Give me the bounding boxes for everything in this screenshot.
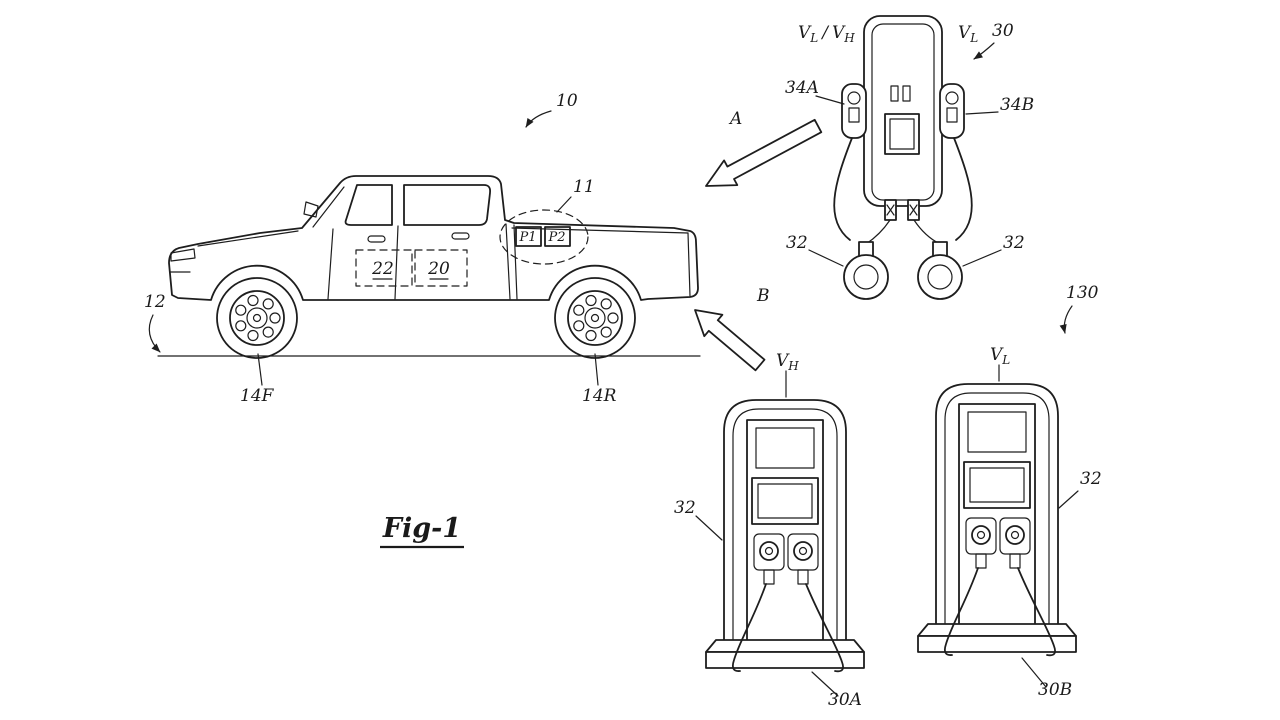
- port-region-ellipse: [499, 209, 589, 265]
- charging-station-b-drawing: [917, 383, 1077, 657]
- ref-30-label: 30: [992, 21, 1014, 41]
- ref-34a-leader: [815, 95, 845, 105]
- direction-arrow-a: [705, 118, 823, 187]
- ref-14f-label: 14F: [240, 386, 275, 406]
- ref-30b-label: 30B: [1038, 680, 1072, 700]
- ref-32-right-leader: [962, 249, 1002, 267]
- charge-port-p1-box: [515, 226, 542, 247]
- charge-port-p2-box: [544, 226, 571, 247]
- ref-14r-label: 14R: [582, 386, 617, 406]
- ref-11-leader: [556, 196, 572, 213]
- wall-charger-screen: [884, 113, 920, 155]
- wall-charger-face: [871, 23, 935, 201]
- ref-12-label: 12: [144, 292, 166, 312]
- truck-bed-rail-line: [511, 227, 689, 234]
- station-a-voltage-label: VH: [776, 351, 799, 373]
- ref-14r-leader: [594, 353, 599, 386]
- ref-10-arrow: [525, 110, 552, 128]
- voltage-vl-label: VL: [958, 23, 978, 45]
- ref-20-label: 20: [427, 259, 450, 279]
- figure-caption: Fig-1: [382, 513, 461, 544]
- ref-30a-leader: [811, 671, 839, 697]
- ref-30b-leader: [1021, 657, 1047, 688]
- truck-mirror: [303, 201, 319, 218]
- station-b-voltage-label: VL: [990, 345, 1010, 367]
- port-p2-label: P2: [547, 230, 565, 245]
- truck-body-outline: [168, 175, 699, 301]
- truck-bed-panel-line: [513, 224, 518, 300]
- connector-right-head: [917, 254, 963, 300]
- truck-rear-window: [403, 184, 492, 226]
- ref-32-station-b-label: 32: [1080, 469, 1102, 489]
- truck-door-handle-front: [367, 235, 386, 243]
- charging-station-a-drawing: [705, 399, 865, 673]
- ref-34a-label: 34A: [785, 78, 819, 98]
- wall-charger-voltage-label: VL/VH: [798, 23, 855, 45]
- holster-right-plug: [945, 91, 959, 105]
- ref-32-station-a-label: 32: [674, 498, 696, 518]
- arrow-a-label: A: [728, 109, 742, 129]
- wall-cable-left: [833, 137, 853, 241]
- port-p1-label: P1: [518, 230, 536, 245]
- ref-12-arrow: [148, 314, 161, 353]
- holster-left-grip: [848, 107, 860, 123]
- gland-left-mark: [886, 204, 895, 216]
- ref-32-left-label: 32: [786, 233, 808, 253]
- ref-11-label: 11: [573, 177, 595, 197]
- holster-left-plug: [847, 91, 861, 105]
- ref-30a-label: 30A: [828, 690, 862, 710]
- connector-right-neck: [932, 241, 948, 257]
- truck-tailgate-seam: [687, 232, 691, 297]
- wall-charger-slot-left: [890, 85, 899, 102]
- wall-cable-left-inner: [865, 219, 891, 245]
- ref-10-label: 10: [556, 91, 578, 111]
- ref-34b-label: 34B: [1000, 95, 1034, 115]
- truck-cab-bed-seam: [505, 223, 511, 300]
- connector-left-face: [853, 264, 879, 290]
- ref-30-arrow: [973, 42, 995, 60]
- truck-windshield-line: [312, 186, 345, 228]
- wall-cable-right-inner: [913, 219, 941, 245]
- ref-32-station-b-leader: [1058, 490, 1079, 509]
- connector-left-head: [843, 254, 889, 300]
- ref-14f-leader: [257, 353, 263, 386]
- holster-right-grip: [946, 107, 958, 123]
- ref-22-label: 22: [371, 259, 394, 279]
- ref-32-station-a-leader: [695, 515, 723, 541]
- battery-region-box: [355, 249, 413, 287]
- wall-charger-screen-inner: [889, 118, 915, 150]
- truck-door-handle-rear: [451, 232, 470, 240]
- ref-34b-leader: [965, 111, 999, 115]
- connector-left-neck: [858, 241, 874, 257]
- truck-hood-line: [197, 230, 299, 247]
- direction-arrow-b: [694, 309, 766, 372]
- truck-rear-wheel: [554, 277, 636, 359]
- wall-charger-slot-right: [902, 85, 911, 102]
- arrow-b-label: B: [756, 286, 770, 306]
- truck-headlight: [170, 248, 196, 262]
- ref-130-arrow: [1059, 305, 1073, 334]
- wall-cable-right: [953, 137, 973, 241]
- wall-charger-body: [863, 15, 943, 207]
- truck-door-seam-mid: [394, 225, 399, 300]
- truck-front-wheel: [216, 277, 298, 359]
- connector-right-face: [927, 264, 953, 290]
- gland-right-mark: [909, 204, 918, 216]
- module-region-box: [414, 249, 468, 287]
- ref-130-label: 130: [1066, 283, 1099, 303]
- truck-drawing: [157, 175, 701, 359]
- truck-door-seam-front: [327, 228, 334, 300]
- leader-lines: [148, 42, 1079, 697]
- truck-front-window: [344, 184, 393, 226]
- ref-32-right-label: 32: [1003, 233, 1025, 253]
- wall-charger-drawing: [833, 15, 973, 300]
- ref-32-left-leader: [808, 249, 844, 267]
- charging-stations-drawing: [705, 383, 1077, 673]
